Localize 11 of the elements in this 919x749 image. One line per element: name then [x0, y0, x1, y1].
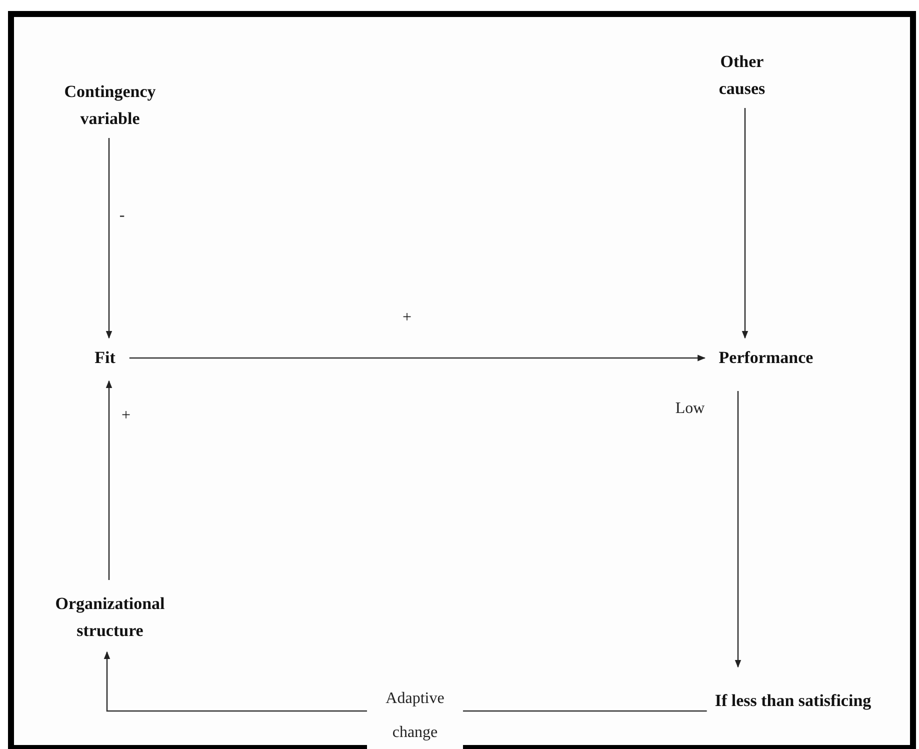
node-label: If less than satisficing — [714, 687, 872, 714]
node-label: Contingency variable — [35, 78, 185, 132]
arrow — [734, 391, 742, 668]
node-label: Other causes — [697, 48, 787, 102]
arrow — [742, 108, 748, 339]
node-label: Fit — [94, 344, 116, 371]
arrow — [106, 380, 112, 580]
node-label: Organizational structure — [22, 590, 198, 644]
arrow — [129, 354, 706, 362]
node-label: Performance — [718, 344, 814, 371]
arrow — [106, 138, 112, 339]
